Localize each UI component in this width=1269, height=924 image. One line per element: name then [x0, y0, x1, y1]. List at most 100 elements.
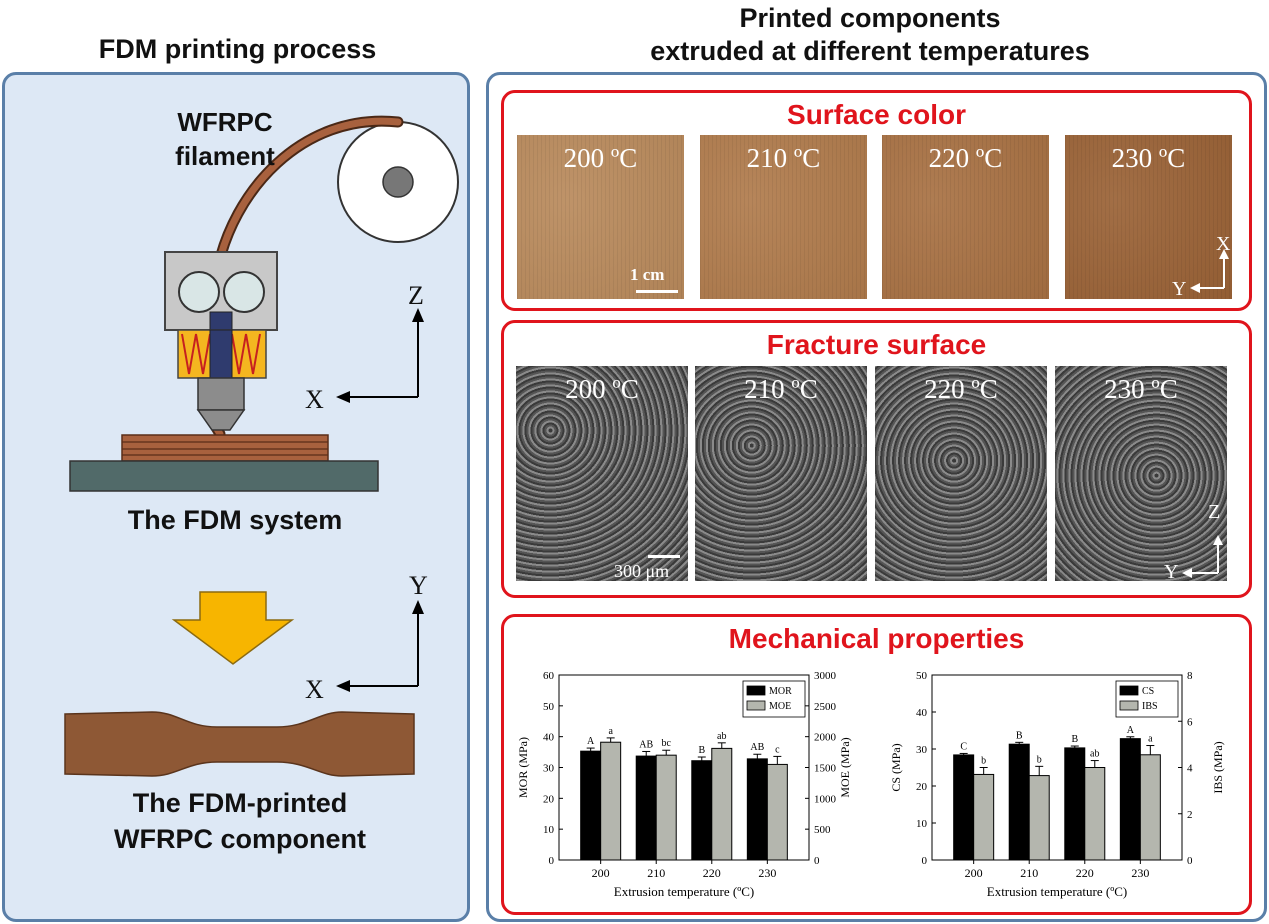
legend-label: MOE: [769, 701, 791, 712]
x-tick-label: 220: [1076, 866, 1094, 880]
significance-letter: AB: [639, 739, 653, 750]
significance-letter: C: [960, 741, 967, 752]
bar-moe: [600, 741, 622, 861]
fracture-tile-4: 230 ºC: [1055, 366, 1227, 581]
y-tick-label: 10: [543, 824, 555, 836]
y2-tick-label: 2000: [814, 732, 837, 744]
build-plate: [69, 460, 379, 492]
significance-letter: B: [1071, 734, 1078, 745]
mechanical-properties-title: Mechanical properties: [728, 623, 1025, 654]
significance-letter: ab: [717, 731, 726, 742]
dogbone-component: [64, 711, 415, 777]
y-tick-label: 10: [916, 818, 928, 830]
y-tick-label: 40: [916, 707, 928, 719]
significance-letter: A: [1127, 725, 1135, 736]
left-heading: FDM printing process: [98, 34, 377, 64]
component-label: The FDM-printed WFRPC component: [114, 788, 366, 854]
significance-letter: AB: [750, 742, 764, 753]
y-tick-label: 40: [543, 732, 555, 744]
x-axis-label: Extrusion temperature (ºC): [987, 884, 1128, 899]
bar-mor: [746, 758, 768, 861]
significance-letter: c: [775, 744, 780, 755]
fracture-scale-label: 300 μm: [614, 561, 670, 581]
surface-temp-label: 210 ºC: [746, 143, 821, 173]
y2-tick-label: 0: [1187, 855, 1193, 867]
y2-tick-label: 2: [1187, 809, 1193, 821]
surface-axes: [1190, 249, 1229, 293]
legend-swatch: [746, 685, 766, 696]
significance-letter: A: [587, 736, 595, 747]
right-heading: Printed components extruded at different…: [650, 3, 1090, 66]
fracture-temp-label: 210 ºC: [744, 374, 818, 404]
surface-scale-bar: [636, 290, 678, 293]
fracture-temp-label: 200 ºC: [565, 374, 639, 404]
axis-label-x-top: X: [305, 385, 324, 414]
legend-label: IBS: [1142, 701, 1158, 712]
bar-moe: [655, 754, 677, 861]
x-tick-label: 220: [703, 866, 721, 880]
fdm-process-panel: WFRPC filament Z X The FDM system Y X Th…: [2, 72, 470, 922]
surface-tile-1: 200 ºC: [517, 135, 684, 299]
filament-label: WFRPC filament: [175, 107, 275, 171]
fracture-axis-y: Y: [1164, 561, 1179, 583]
x-tick-label: 230: [758, 866, 776, 880]
y2-tick-label: 0: [814, 855, 820, 867]
surface-axis-y: Y: [1172, 278, 1187, 300]
fracture-axes: [1182, 535, 1223, 578]
significance-letter: ab: [1090, 749, 1099, 760]
bar-cs: [953, 754, 975, 861]
significance-letter: b: [1037, 754, 1042, 765]
surface-tile-2: 210 ºC: [700, 135, 867, 299]
legend-swatch: [1119, 685, 1139, 696]
y-axis-label: MOR (MPa): [516, 737, 530, 798]
bar-moe: [766, 763, 788, 861]
y-tick-label: 0: [922, 855, 928, 867]
x-tick-label: 200: [965, 866, 983, 880]
fracture-scale-bar: [648, 555, 680, 558]
fracture-temp-label: 230 ºC: [1104, 374, 1178, 404]
nozzle: [197, 377, 245, 411]
y-tick-label: 20: [543, 793, 555, 805]
y-tick-label: 0: [549, 855, 555, 867]
significance-letter: B: [1016, 730, 1023, 741]
y-tick-label: 50: [916, 670, 928, 682]
y-tick-label: 30: [916, 744, 928, 756]
legend-label: CS: [1142, 686, 1154, 697]
bar-cs: [1064, 747, 1086, 861]
y2-tick-label: 1000: [814, 793, 837, 805]
fdm-system-label: The FDM system: [127, 505, 343, 535]
bar-ibs: [973, 773, 995, 861]
significance-letter: bc: [661, 738, 671, 749]
axis-label-z-top: Z: [408, 281, 424, 310]
axis-label-x-bottom: X: [305, 675, 324, 704]
significance-letter: a: [608, 726, 613, 737]
legend-swatch: [1119, 700, 1139, 711]
x-tick-label: 200: [592, 866, 610, 880]
y2-tick-label: 6: [1187, 716, 1193, 728]
surface-temp-label: 200 ºC: [563, 143, 638, 173]
y2-tick-label: 500: [814, 824, 831, 836]
mor-moe-chart: 0102030405060050010001500200025003000MOR…: [516, 670, 852, 899]
bar-mor: [635, 755, 657, 861]
x-tick-label: 230: [1131, 866, 1149, 880]
axis-label-y-bottom: Y: [409, 571, 428, 600]
y-tick-label: 30: [543, 763, 555, 775]
surface-tile-3: 220 ºC: [882, 135, 1049, 299]
y-tick-label: 60: [543, 670, 555, 682]
y2-tick-label: 8: [1187, 670, 1193, 682]
spool-hub: [382, 166, 414, 198]
y2-axis-label: MOE (MPa): [838, 737, 852, 797]
fracture-tile-3: 220 ºC: [875, 366, 1047, 581]
bar-ibs: [1028, 775, 1050, 861]
bar-ibs: [1084, 767, 1106, 861]
significance-letter: B: [698, 745, 705, 756]
fdm-printer-illustration: [64, 115, 459, 777]
bar-cs: [1008, 743, 1030, 861]
bar-cs: [1119, 738, 1141, 861]
fracture-axis-z: Z: [1208, 501, 1221, 523]
surface-tile-4: 230 ºC: [1065, 135, 1232, 299]
y-tick-label: 20: [916, 781, 928, 793]
